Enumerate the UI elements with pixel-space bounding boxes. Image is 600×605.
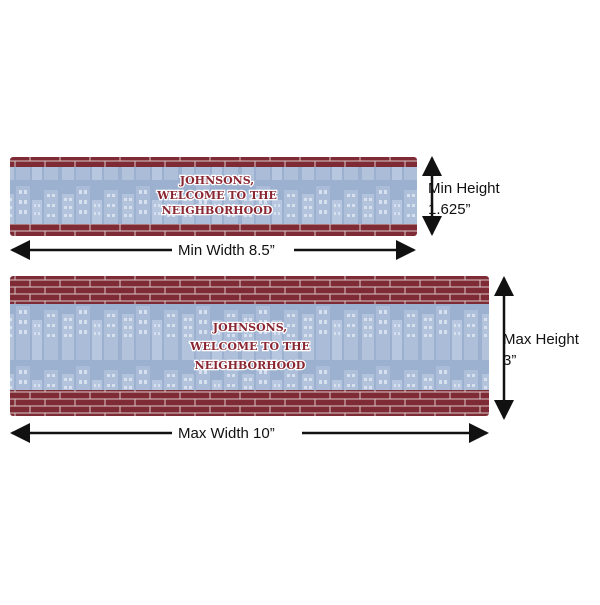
- small-mat-city-band: [10, 167, 417, 224]
- max-height-label-line2: 3”: [503, 352, 517, 369]
- min-height-label-line2: 1.625”: [428, 201, 471, 218]
- min-width-label: Min Width 8.5”: [178, 242, 275, 259]
- small-mat-text-line2: WELCOME TO THE: [156, 189, 277, 202]
- large-mat-text-line1: JOHNSONS,: [212, 321, 287, 334]
- small-mat-text-line1: JOHNSONS,: [179, 174, 254, 187]
- large-mat-city-band: [10, 304, 489, 390]
- large-mat: JOHNSONS, WELCOME TO THE NEIGHBORHOOD: [10, 276, 489, 416]
- max-height-label-line1: Max Height: [503, 331, 579, 348]
- min-height-label-line1: Min Height: [428, 180, 500, 197]
- small-mat-text-line3: NEIGHBORHOOD: [162, 204, 273, 217]
- large-mat-text-line2: WELCOME TO THE: [189, 340, 310, 353]
- max-width-label: Max Width 10”: [178, 425, 275, 442]
- large-mat-text-line3: NEIGHBORHOOD: [195, 359, 306, 372]
- small-mat: JOHNSONS, WELCOME TO THE NEIGHBORHOOD: [10, 157, 417, 236]
